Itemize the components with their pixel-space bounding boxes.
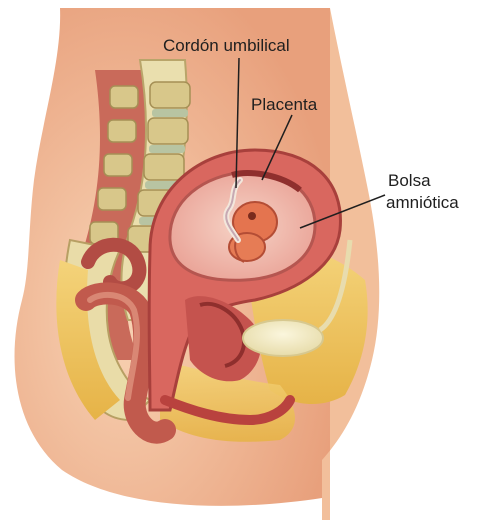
label-umbilical-cord: Cordón umbilical: [163, 36, 290, 56]
label-placenta: Placenta: [251, 95, 317, 115]
label-amniotic-sac-line2: amniótica: [386, 193, 459, 213]
label-amniotic-sac-line1: Bolsa: [388, 171, 431, 191]
